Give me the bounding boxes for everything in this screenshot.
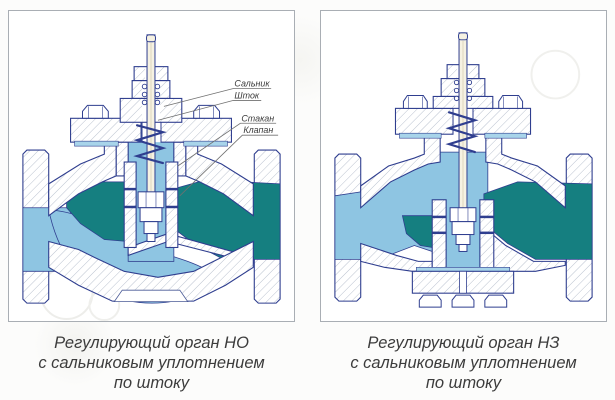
bonnet-flange	[70, 104, 232, 147]
valve-body	[48, 141, 254, 302]
flange-bolt-left	[402, 94, 428, 109]
caption-line: Регулирующий орган НО	[54, 334, 249, 352]
cage-ports	[124, 187, 178, 209]
gasket-right	[484, 132, 527, 139]
valve-no-panel: Сальник Шток Стакан Клапан	[8, 10, 295, 322]
body-bottom	[48, 240, 254, 302]
packing-rings	[453, 79, 473, 102]
flange-bolt-right	[193, 104, 221, 119]
caption-line: по штоку	[425, 374, 502, 392]
stem-spring	[133, 124, 167, 165]
caption-line: с сальниковым уплотнением	[38, 354, 265, 372]
leader-line	[177, 122, 277, 167]
cage-right-wall	[165, 161, 179, 249]
cage-ports	[432, 215, 494, 235]
valve-nz-caption: Регулирующий орган НЗ с сальниковым упло…	[320, 333, 607, 393]
bottom-bolt-center	[451, 294, 475, 308]
label-shtok: Шток	[234, 90, 259, 100]
bonnet-flange	[394, 94, 532, 139]
cage-left-wall	[123, 161, 137, 249]
bottom-bolt-right	[484, 294, 508, 308]
part-labels: Сальник Шток Стакан Клапан	[157, 79, 279, 197]
caption-line: с сальниковым уплотнением	[350, 354, 577, 372]
label-stakan: Стакан	[241, 113, 274, 123]
valve-plug	[449, 207, 477, 252]
valve-stem	[458, 32, 468, 211]
label-klapan: Клапан	[243, 125, 273, 135]
cage-right-wall	[479, 199, 495, 272]
gasket-right	[183, 140, 228, 147]
gasket-left	[74, 140, 119, 147]
watermark-circles	[530, 49, 581, 100]
valve-no-diagram: Сальник Шток Стакан Клапан	[22, 34, 281, 321]
leader-line	[163, 88, 272, 107]
flange-bolt-left	[81, 104, 109, 119]
leader-line	[157, 100, 262, 121]
valve-stem	[146, 34, 156, 205]
label-salnik: Сальник	[234, 79, 270, 89]
stem-spring	[445, 111, 479, 154]
caption-line: Регулирующий орган НЗ	[367, 334, 560, 352]
cage-left-wall	[431, 199, 447, 272]
valve-nz-diagram	[334, 32, 593, 308]
flange-bolt-right	[498, 94, 524, 109]
packing-rings	[141, 83, 161, 106]
valve-no-caption: Регулирующий орган НО с сальниковым упло…	[8, 333, 295, 393]
caption-line: по штоку	[113, 374, 190, 392]
bottom-flange	[411, 267, 515, 308]
bottom-bolt-left	[418, 294, 442, 308]
gasket-left	[399, 132, 442, 139]
foot-notch	[113, 289, 189, 303]
valve-plug	[137, 191, 165, 243]
valve-nz-panel	[320, 10, 607, 322]
leader-line	[179, 134, 279, 197]
